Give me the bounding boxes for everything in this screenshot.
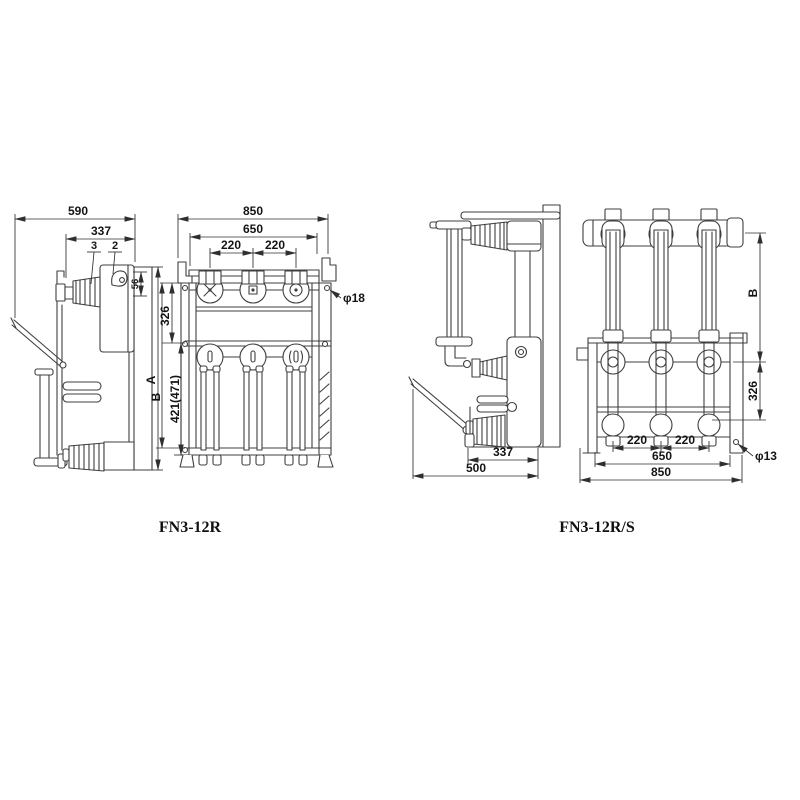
mounting-holes	[181, 284, 331, 454]
vertical-insulator-column	[429, 220, 473, 347]
side-plate	[133, 266, 153, 471]
callout-leaders	[87, 251, 122, 285]
fn3-12rs-title: FN3-12R/S	[559, 519, 635, 536]
fn3-12rs-drawing: B 326 220 220 650 850 φ13 337 500 FN3-12…	[408, 204, 777, 536]
pole-3	[282, 270, 310, 466]
dim-337	[65, 234, 136, 278]
pole-1	[196, 270, 224, 466]
left-foot	[179, 454, 195, 468]
fn3-12r-title: FN3-12R	[159, 519, 222, 536]
dim-500-label: 500	[466, 461, 486, 475]
fn3-12rs-front-view	[576, 208, 748, 454]
fn3-12r-side-view	[10, 264, 153, 472]
dim-220-220	[612, 441, 710, 452]
fn3-12r-drawing: 590 337 3 2 56 A 850 650 220 220 326 B 4…	[10, 204, 365, 536]
mechanism-housing	[99, 264, 135, 353]
dim-650	[594, 452, 731, 467]
right-foot	[317, 454, 334, 468]
pole-2	[239, 270, 267, 466]
contact-arms	[476, 395, 518, 413]
dim-A-label: A	[144, 375, 158, 384]
pole-3	[696, 208, 722, 447]
dim-phi13-leader	[737, 443, 754, 457]
dim-850-label: 850	[651, 465, 671, 479]
dim-phi18-leader	[329, 289, 342, 299]
top-rail-end-block	[726, 217, 744, 248]
left-bracket	[177, 261, 193, 284]
dim-337-label: 337	[493, 445, 513, 459]
dim-650-label: 650	[652, 449, 672, 463]
dim-850	[579, 448, 743, 483]
right-mounting-plate	[318, 282, 332, 456]
dim-A	[152, 266, 163, 471]
latch-detail	[111, 270, 128, 287]
callout-3-label: 3	[91, 240, 97, 252]
lower-plate	[506, 336, 542, 448]
top-rail	[460, 211, 561, 220]
dim-phi18-label: φ18	[343, 291, 365, 305]
dim-B	[745, 232, 766, 363]
dim-850	[177, 214, 329, 258]
dim-220-left-label: 220	[221, 238, 241, 252]
mid-bracket	[444, 345, 472, 369]
hatch-strip	[319, 371, 330, 441]
dim-56-label: 56	[130, 279, 141, 290]
dim-326	[712, 361, 766, 421]
side-plate	[542, 204, 561, 448]
fn3-12rs-dimensions	[412, 232, 766, 483]
contact-arms	[62, 381, 102, 403]
dim-B-label: B	[149, 392, 163, 401]
dim-850-label: 850	[243, 204, 263, 218]
right-bracket	[321, 257, 337, 282]
dim-421-label: 421(471)	[168, 375, 182, 423]
dim-500	[412, 389, 539, 479]
operating-lever	[10, 317, 67, 369]
right-channel	[729, 332, 748, 454]
dim-337-label: 337	[91, 224, 111, 238]
fn3-12r-front-view	[177, 257, 337, 468]
upper-bushing	[461, 221, 508, 251]
dim-650	[189, 233, 318, 266]
fn3-12rs-labels: B 326 220 220 650 850 φ13 337 500	[466, 288, 777, 479]
dim-220-220	[209, 248, 297, 268]
dim-56	[133, 271, 147, 297]
operating-lever	[408, 376, 472, 435]
dim-B-label: B	[746, 288, 760, 297]
fn3-12r-dimensions	[14, 214, 342, 471]
front-foot	[464, 433, 475, 448]
fn3-12rs-side-view	[408, 204, 561, 448]
dim-421	[174, 342, 184, 456]
pole-2	[648, 208, 674, 447]
lower-insulator	[62, 442, 105, 472]
left-channel	[576, 337, 601, 454]
dim-220-right-label: 220	[675, 433, 695, 447]
callout-2-label: 2	[112, 240, 118, 252]
dim-650-label: 650	[243, 222, 263, 236]
dim-590-label: 590	[68, 204, 88, 218]
dim-326-label: 326	[158, 306, 172, 326]
base-box	[103, 441, 135, 471]
fn3-12r-labels: 590 337 3 2 56 A 850 650 220 220 326 B 4…	[68, 204, 365, 423]
dim-326-label: 326	[746, 381, 760, 401]
left-mounting-plate	[180, 282, 190, 456]
dim-220-right-label: 220	[265, 238, 285, 252]
dim-220-left-label: 220	[627, 433, 647, 447]
pole-1	[600, 208, 626, 447]
dim-phi13-label: φ13	[755, 449, 777, 463]
upper-bushing	[55, 270, 101, 308]
top-box	[506, 220, 542, 252]
cone-bushing	[471, 355, 508, 381]
